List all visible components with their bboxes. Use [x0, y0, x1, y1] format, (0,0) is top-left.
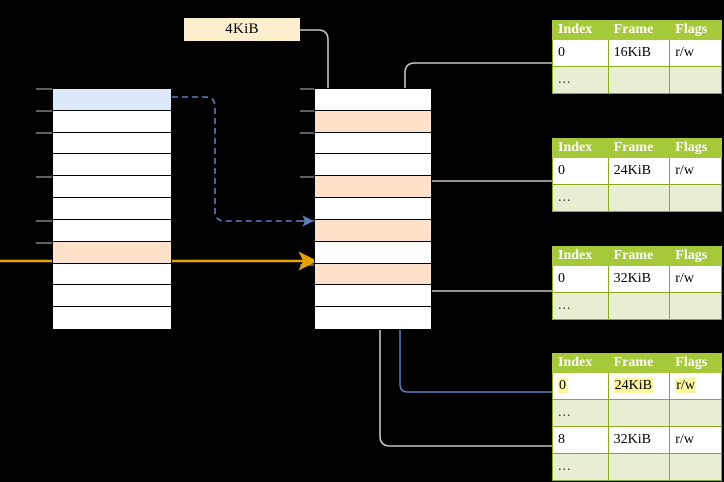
physical-frame-row-4 [315, 176, 431, 199]
physical-frame-row-0 [315, 89, 431, 111]
physical-frame-row-7 [315, 241, 431, 264]
physical-frame-row-6 [315, 219, 431, 242]
table-ellipsis-row[interactable]: ... [552, 453, 722, 482]
cell-frame [607, 399, 671, 428]
cell-flags: r/w [669, 265, 722, 294]
physical-frame-row-8 [315, 263, 431, 286]
cell-index: ... [552, 292, 609, 321]
cell-index: ... [552, 66, 609, 95]
size-label-text: 4KiB [225, 21, 259, 37]
wire-table2-to-frame [409, 180, 552, 229]
cell-flags: r/w [669, 157, 722, 186]
column-header-index: Index [552, 137, 609, 159]
cell-frame: 32KiB [607, 265, 671, 294]
size-label-4kib: 4KiB [184, 18, 300, 41]
highlighted-value: r/w [675, 378, 696, 394]
column-header-flags: Flags [669, 137, 722, 159]
table-ellipsis-row[interactable]: ... [552, 184, 722, 213]
cell-frame: 16KiB [607, 39, 671, 68]
virtual-page-row-0 [53, 89, 171, 111]
column-header-flags: Flags [669, 352, 722, 374]
middle-column-ticks [300, 88, 314, 266]
virtual-address-space-column [52, 88, 172, 330]
cell-frame: 24KiB [607, 157, 671, 186]
virtual-page-row-1 [53, 110, 171, 133]
cell-flags [669, 399, 722, 428]
physical-frame-row-1 [315, 110, 431, 133]
physical-memory-column [314, 88, 432, 330]
wire-virt-to-phys-dashed [172, 96, 314, 227]
virtual-page-row-10 [53, 307, 171, 329]
physical-frame-row-2 [315, 132, 431, 155]
physical-frame-row-3 [315, 154, 431, 177]
cell-frame: 32KiB [607, 426, 671, 455]
column-header-frame: Frame [607, 19, 671, 41]
cell-frame [607, 453, 671, 482]
highlighted-value: 0 [558, 378, 567, 394]
virtual-page-row-4 [53, 176, 171, 199]
virtual-page-row-2 [53, 132, 171, 155]
cell-frame [607, 66, 671, 95]
highlighted-value: 24KiB [613, 378, 653, 394]
column-header-index: Index [552, 19, 609, 41]
cell-index: 0 [552, 372, 609, 401]
cell-frame: 24KiB [607, 372, 671, 401]
virtual-page-row-8 [53, 263, 171, 286]
cell-index: 0 [552, 157, 609, 186]
virtual-page-row-3 [53, 154, 171, 177]
cell-index: ... [552, 399, 609, 428]
table-ellipsis-row[interactable]: ... [552, 66, 722, 95]
left-column-ticks [36, 88, 52, 244]
physical-frame-row-9 [315, 285, 431, 308]
cell-frame [607, 184, 671, 213]
column-header-frame: Frame [607, 137, 671, 159]
cell-flags [669, 184, 722, 213]
column-header-index: Index [552, 245, 609, 267]
physical-frame-row-5 [315, 198, 431, 220]
virtual-page-row-6 [53, 219, 171, 242]
cell-flags: r/w [669, 372, 722, 401]
cell-flags [669, 453, 722, 482]
cell-index: ... [552, 184, 609, 213]
table-ellipsis-row[interactable]: ... [552, 399, 722, 428]
cell-flags [669, 66, 722, 95]
column-header-frame: Frame [607, 245, 671, 267]
table-ellipsis-row[interactable]: ... [552, 292, 722, 321]
table-row[interactable]: 0 24KiB r/w [552, 372, 722, 401]
cell-index: 0 [552, 265, 609, 294]
column-header-frame: Frame [607, 352, 671, 374]
cell-flags [669, 292, 722, 321]
cell-index: 8 [552, 426, 609, 455]
column-header-flags: Flags [669, 19, 722, 41]
column-header-index: Index [552, 352, 609, 374]
cell-frame [607, 292, 671, 321]
physical-frame-row-10 [315, 307, 431, 329]
column-header-flags: Flags [669, 245, 722, 267]
cell-flags: r/w [669, 39, 722, 68]
virtual-page-row-9 [53, 285, 171, 308]
cell-index: ... [552, 453, 609, 482]
virtual-page-row-5 [53, 198, 171, 220]
cell-index: 0 [552, 39, 609, 68]
virtual-page-row-7 [53, 241, 171, 264]
cell-flags: r/w [669, 426, 722, 455]
